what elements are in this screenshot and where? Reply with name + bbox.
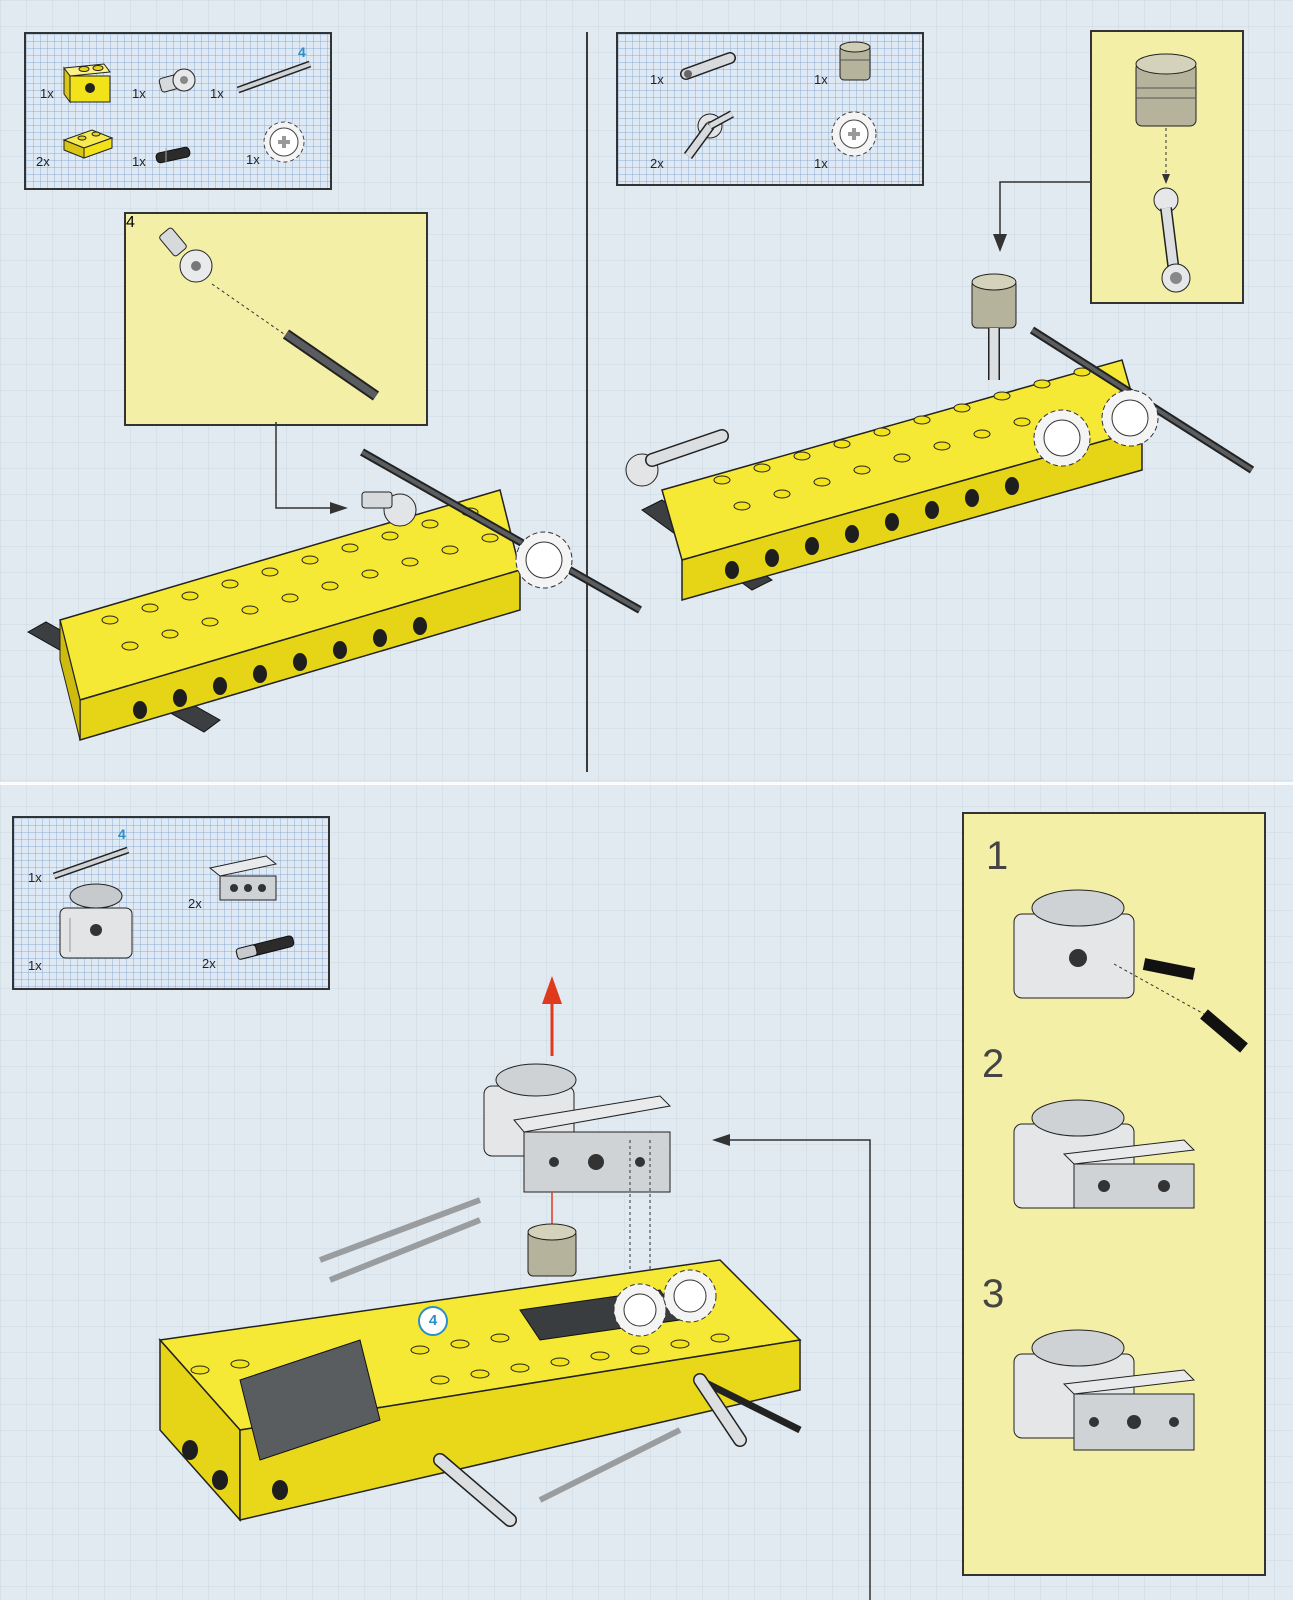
step-divider [586,32,588,772]
axle-icon [236,60,312,94]
yellow-beam-icon [63,63,111,104]
callout-connector [275,422,330,509]
crank-arm-icon [680,52,736,80]
part-qty: 1x [246,152,260,167]
black-pin-icon [1142,958,1248,1053]
axle-length-label: 4 [298,44,306,60]
subassembly-callout-step-c: 1 2 3 [962,812,1266,1576]
parts-step-b-icons [680,41,877,159]
piston-rod-diagram [1135,53,1197,293]
axle-pin-icon [361,491,417,527]
axle-icon [328,1217,482,1283]
axle-pin-icon [159,227,213,283]
part-qty: 1x [40,86,54,101]
yellow-chassis-side [681,429,1143,601]
arrow-icon [993,234,1007,252]
black-pin-icon [155,146,191,164]
part-qty: 1x [28,958,42,973]
model-marker-label: 4 [428,1312,438,1329]
step-a-model [26,422,642,742]
gray-beam-icon [208,855,278,901]
black-pin-icon [235,935,295,960]
engine-block-icon [1013,1099,1196,1209]
gear-icon [1033,409,1091,467]
piston-icon [839,41,871,81]
piston-icon [971,273,1017,380]
gear-icon [831,111,877,157]
page-fold [0,782,1293,785]
dark-gray-bracket [239,1339,381,1461]
part-qty: 2x [188,896,202,911]
connecting-rod-icon [1153,187,1191,293]
part-qty: 1x [650,72,664,87]
callout-connector [730,1139,871,1600]
parts-list-step-a: 1x 1x 1x 2x 1x 1x 4 [24,32,332,190]
arrow-icon [330,502,348,514]
engine-block-icon [1013,889,1135,999]
callout-connector [999,181,1090,236]
step-c-model [158,976,871,1600]
piston-icon [1135,53,1197,127]
substep-number: 1 [986,834,1009,878]
part-qty: 1x [28,870,42,885]
engine-block-icon [59,883,133,959]
parts-step-c-icons [52,846,295,960]
crank-arm-icon [625,429,729,487]
subassembly-callout-step-a: 4 [124,212,428,426]
substep-number: 2 [982,1042,1005,1086]
arrow-icon [1162,174,1170,184]
axle-icon [282,329,380,401]
model-marker-badge: 4 [418,1306,448,1336]
engine-block-icon [483,1063,672,1193]
substep-number: 3 [982,1272,1005,1316]
part-qty: 1x [814,72,828,87]
yellow-chassis-end [59,619,81,741]
gear-icon [613,1283,667,1337]
engine-substeps-diagram [1013,889,1248,1451]
axle-icon [318,1197,482,1263]
parts-list-step-b: 1x 1x 2x 1x [616,32,924,186]
part-qty: 1x [132,86,146,101]
parts-list-step-c: 1x 2x 1x 2x 4 [12,816,330,990]
yellow-chassis-side [239,1339,801,1521]
axle-pin-icon [158,68,196,93]
arrow-icon [712,1134,730,1146]
removal-arrow-icon [542,976,562,1056]
yellow-plate-icon [62,129,114,159]
part-qty: 2x [202,956,216,971]
axle-icon [698,1376,802,1434]
engine-block-icon [1013,1329,1196,1451]
gear-icon [663,1269,717,1323]
axle-insert-diagram [159,227,380,401]
step-b-model [625,181,1255,601]
crank-arm-icon [433,1373,747,1527]
axle-length-label: 4 [126,214,135,231]
gear-icon [515,531,573,589]
axle-icon [538,1427,682,1503]
part-qty: 2x [36,154,50,169]
gear-icon [263,121,305,163]
axle-icon [52,846,130,880]
part-qty: 1x [814,156,828,171]
guide-line [1113,963,1205,1015]
axle-length-label: 4 [118,826,126,842]
subassembly-callout-step-b [1090,30,1244,304]
piston-icon [527,1223,577,1277]
part-qty: 1x [132,154,146,169]
gear-icon [1101,389,1159,447]
part-qty: 1x [210,86,224,101]
guide-line [211,283,285,335]
connecting-rod-icon [683,110,734,159]
parts-step-a-icons [62,60,312,164]
part-qty: 2x [650,156,664,171]
